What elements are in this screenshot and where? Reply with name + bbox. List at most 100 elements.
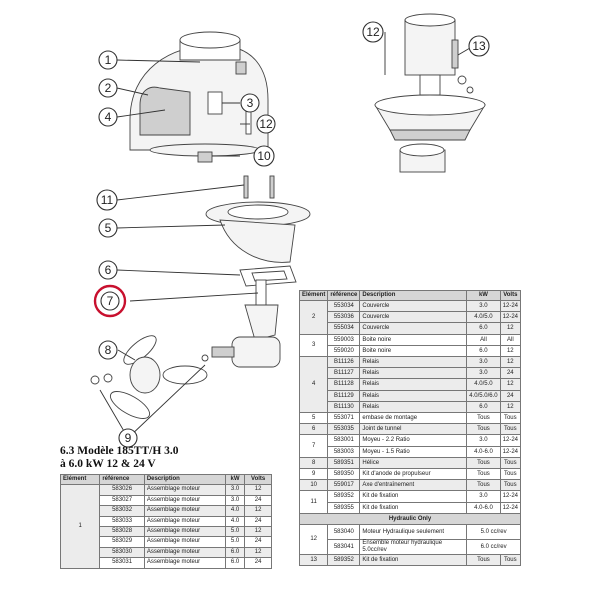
description-cell: Joint de tunnel bbox=[359, 423, 468, 436]
element-cell: 6 bbox=[298, 423, 329, 436]
kw-cell: 6.0 bbox=[224, 557, 246, 569]
propeller-drawing bbox=[90, 335, 209, 419]
description-cell: Assemblage moteur bbox=[143, 546, 226, 559]
kw-cell: All bbox=[466, 333, 501, 346]
description-cell: embase de montage bbox=[359, 412, 468, 425]
callout-5-label: 5 bbox=[105, 221, 112, 235]
description-cell: Boite noire bbox=[359, 333, 468, 346]
volts-cell: 12 bbox=[499, 378, 522, 391]
reference-cell: 583032 bbox=[99, 505, 145, 517]
reference-cell: 553071 bbox=[327, 412, 361, 425]
reference-cell: B11128 bbox=[327, 378, 361, 391]
element-cell: 11 bbox=[298, 490, 329, 514]
callout-13-label: 13 bbox=[472, 39, 486, 53]
reference-cell: 583041 bbox=[327, 539, 361, 556]
description-cell: Couvercle bbox=[359, 311, 468, 324]
volts-cell: Tous bbox=[499, 479, 522, 492]
kw-cell: 4.0/5.0/6.0 bbox=[466, 389, 501, 402]
volts-cell: 12-24 bbox=[499, 490, 522, 503]
kw-cell: 3.0 bbox=[466, 490, 501, 503]
volts-cell: 24 bbox=[244, 515, 272, 528]
description-cell: Kit de fixation bbox=[359, 554, 468, 567]
volts-cell: 24 bbox=[244, 557, 272, 569]
leader-lines bbox=[99, 32, 471, 439]
header-kw: kW bbox=[466, 290, 501, 301]
description-cell: Relais bbox=[359, 367, 468, 380]
volts-cell: 12 bbox=[499, 400, 522, 414]
description-cell: Ensemble moteur hydraulique 5.0cc/rev bbox=[359, 539, 468, 556]
volts-cell: 12 bbox=[244, 546, 272, 559]
kw-cell: 3.0 bbox=[466, 356, 501, 369]
callout-11-label: 11 bbox=[101, 193, 114, 207]
callout-5: 5 bbox=[98, 218, 118, 238]
callout-11: 11 bbox=[96, 189, 118, 211]
callout-12-left: 12 bbox=[256, 114, 276, 134]
reference-cell: 559020 bbox=[327, 344, 361, 358]
description-cell: Kit de fixation bbox=[359, 490, 468, 503]
header-kw: kW bbox=[224, 473, 246, 486]
volts-cell: Tous bbox=[499, 423, 522, 436]
reference-cell: B11129 bbox=[327, 389, 361, 402]
reference-cell: 583028 bbox=[99, 526, 145, 538]
mounting-base-drawing bbox=[205, 175, 311, 263]
reference-cell: 553035 bbox=[327, 423, 361, 436]
element-cell: 12 bbox=[298, 524, 329, 556]
volts-cell: 12-24 bbox=[499, 445, 522, 458]
kw-cell: 4.0 bbox=[224, 515, 246, 528]
header-reference: référence bbox=[99, 473, 145, 486]
volts-cell: 24 bbox=[499, 367, 522, 380]
volts-cell: 12 bbox=[499, 356, 522, 369]
kw-cell: Tous bbox=[466, 423, 501, 436]
volts-cell: 12 bbox=[499, 322, 522, 335]
callout-1: 1 bbox=[98, 50, 118, 70]
reference-cell: 555034 bbox=[327, 322, 361, 335]
header-description: Description bbox=[143, 473, 226, 486]
callout-6: 6 bbox=[98, 260, 118, 280]
kw-cell: Tous bbox=[466, 479, 501, 492]
callout-12-right-label: 12 bbox=[366, 25, 380, 39]
description-cell: Kit d'anode de propulseur bbox=[359, 468, 468, 481]
kw-cell: 4.0/5.0 bbox=[466, 311, 501, 324]
description-cell: Assemblage moteur bbox=[143, 557, 226, 569]
element-cell: 8 bbox=[298, 456, 329, 470]
parts-table: Elément référence Description kW Volts 2… bbox=[298, 290, 522, 567]
description-cell: Couvercle bbox=[359, 322, 468, 335]
header-reference: référence bbox=[327, 290, 361, 301]
reference-cell: 553036 bbox=[327, 311, 361, 324]
volts-cell: Tous bbox=[499, 468, 522, 481]
reference-cell: B11127 bbox=[327, 367, 361, 380]
description-cell: Moyeu - 1.5 Ratio bbox=[359, 445, 468, 458]
callout-1-label: 1 bbox=[105, 53, 112, 67]
description-cell: Hélice bbox=[359, 456, 468, 470]
reference-cell: 553034 bbox=[327, 299, 361, 313]
reference-cell: 589351 bbox=[327, 456, 361, 470]
motor-assembly-table: Elément référence Description kW Volts 1… bbox=[59, 473, 272, 569]
kw-cell: 3.0 bbox=[224, 494, 246, 507]
kw-cell: 6.0 bbox=[466, 322, 501, 335]
callout-6-label: 6 bbox=[105, 263, 112, 277]
description-cell: Assemblage moteur bbox=[143, 505, 226, 517]
description-cell: Moyeu - 2.2 Ratio bbox=[359, 434, 468, 447]
reference-cell: 589355 bbox=[327, 501, 361, 514]
element-cell: 7 bbox=[298, 434, 329, 458]
kw-cell: 5.0 bbox=[224, 536, 246, 548]
element-cell: 13 bbox=[298, 554, 329, 567]
kw-cell: 4.0-6.0 bbox=[466, 445, 501, 458]
callout-2-label: 2 bbox=[105, 81, 112, 95]
reference-cell: 583031 bbox=[99, 557, 145, 569]
volts-cell: 24 bbox=[244, 536, 272, 548]
reference-cell: 583003 bbox=[327, 445, 361, 458]
kw-cell: 6.0 bbox=[224, 546, 246, 559]
kw-cell: Tous bbox=[466, 412, 501, 425]
